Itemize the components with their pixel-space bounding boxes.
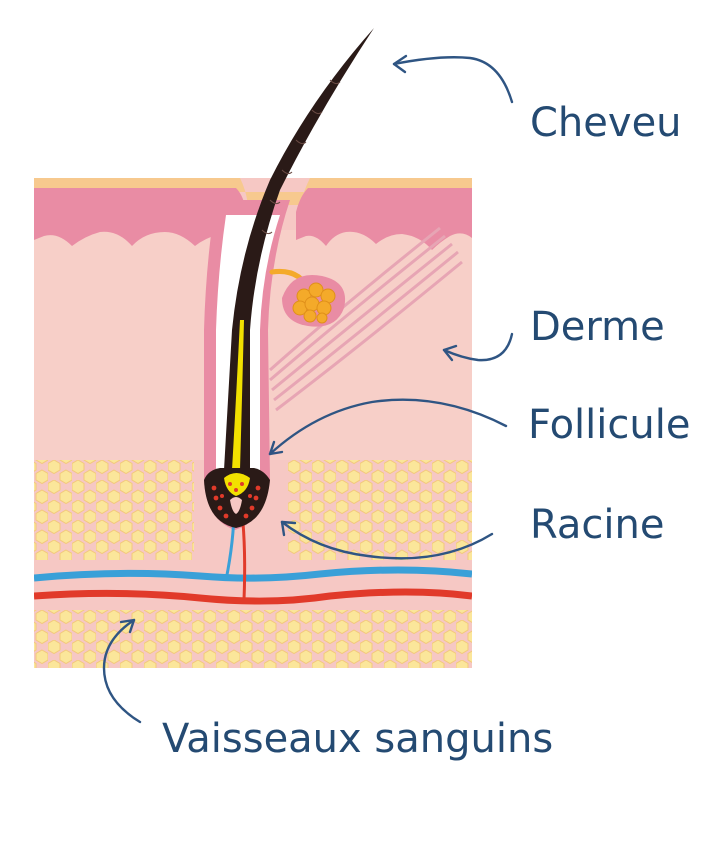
arrector-pili-muscle (269, 226, 463, 412)
annotation-arrows (102, 54, 514, 724)
arrow-blood-vessels (102, 618, 142, 724)
hair-texture (261, 79, 341, 235)
vein-vessel (34, 566, 472, 582)
fat-layer-upper-right (288, 460, 472, 570)
fat-layer-lower (34, 610, 472, 668)
hair-core (232, 320, 244, 470)
label-hair: Cheveu (530, 100, 682, 146)
artery-vessel (34, 588, 472, 605)
arrow-root (280, 520, 494, 560)
label-dermis: Derme (530, 304, 665, 350)
skin-surface (34, 178, 472, 205)
fat-layer-upper (34, 460, 194, 570)
label-follicle: Follicule (528, 402, 690, 448)
hair-root-bulb (204, 468, 270, 528)
arrow-dermis (442, 332, 514, 362)
sebaceous-gland (269, 268, 346, 327)
arrow-hair (392, 56, 514, 104)
label-root: Racine (530, 502, 665, 548)
epidermis-layer (34, 188, 246, 246)
epidermis-layer-right (296, 188, 472, 250)
label-blood-vessels: Vaisseaux sanguins (162, 716, 553, 762)
arrow-follicle (268, 398, 508, 456)
